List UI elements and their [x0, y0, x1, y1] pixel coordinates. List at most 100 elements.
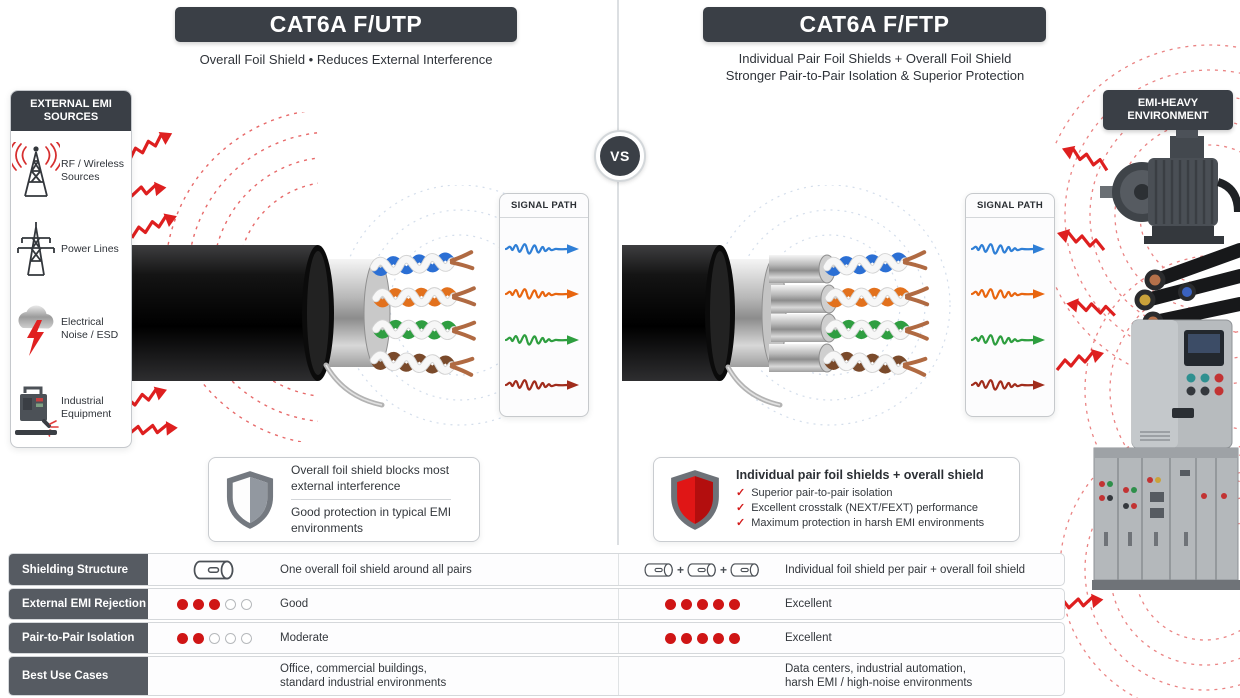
fftp-check-item: ✓ Superior pair-to-pair isolation [736, 486, 1019, 501]
cell-text: Office, commercial buildings, standard i… [280, 662, 446, 690]
best-use-line: Data centers, industrial automation, [785, 663, 966, 675]
signal-path-panel-left: SIGNAL PATH [499, 193, 589, 417]
rating-dot-filled [664, 598, 676, 610]
rating-dot-filled [696, 598, 708, 610]
right-panel-title: CAT6A F/FTP [703, 7, 1046, 42]
rating-dots [664, 632, 740, 644]
futp-note-line2: Good protection in typical EMI environme… [291, 505, 452, 535]
signal-wave-green [505, 333, 579, 346]
left-panel-subtitle: Overall Foil Shield • Reduces External I… [199, 52, 493, 67]
right-panel-subtitle: Individual Pair Foil Shields + Overall F… [660, 50, 1090, 84]
cell-text: Excellent [785, 598, 832, 610]
rating-dot-empty [240, 598, 252, 610]
plus-sign: + [720, 562, 728, 577]
right-panel-subtitle-line1: Individual Pair Foil Shields + Overall F… [738, 51, 1012, 66]
rating-dots [176, 632, 252, 644]
plus-sign: + [676, 562, 684, 577]
row-label: Shielding Structure [9, 554, 148, 585]
fftp-check-item: ✓ Maximum protection in harsh EMI enviro… [736, 516, 1019, 531]
emi-source-rf-wireless: RF / Wireless Sources [11, 131, 131, 210]
emi-source-label: RF / Wireless Sources [61, 157, 124, 183]
switchgear-cabinets-image [1092, 447, 1240, 590]
radio-tower-icon [11, 141, 61, 200]
rating-dot-filled [176, 598, 188, 610]
rating-dot-filled [728, 632, 740, 644]
rating-dot-empty [240, 632, 252, 644]
emi-source-label: Power Lines [61, 243, 119, 255]
emi-source-label: Electrical Noise / ESD [61, 315, 119, 341]
rating-dot-filled [664, 632, 676, 644]
external-emi-sources-title: EXTERNAL EMI SOURCES [11, 91, 131, 131]
signal-wave-blue [505, 243, 579, 255]
emi-source-label: Industrial Equipment [61, 394, 112, 420]
fftp-check-text: Maximum protection in harsh EMI environm… [751, 517, 985, 529]
comparison-table: Shielding Structure One overall foil shi… [8, 553, 1065, 696]
rating-dots [176, 598, 252, 610]
rating-dot-filled [680, 632, 692, 644]
signal-wave-orange [971, 288, 1045, 301]
rating-dot-filled [728, 598, 740, 610]
rating-dot-filled [192, 598, 204, 610]
cell-text: Data centers, industrial automation, har… [785, 662, 972, 690]
signal-wave-green [971, 333, 1045, 346]
rating-dot-filled [192, 632, 204, 644]
signal-wave-dark-red [971, 378, 1045, 391]
table-row-external-emi-rejection: External EMI Rejection Good Excellent [8, 588, 1065, 620]
emi-heavy-environment-title: EMI-HEAVY ENVIRONMENT [1103, 90, 1233, 130]
best-use-line: standard industrial environments [280, 677, 447, 689]
fftp-note-title: Individual pair foil shields + overall s… [736, 468, 984, 482]
industrial-equipment-icon [11, 379, 61, 437]
left-panel-title: CAT6A F/UTP [175, 7, 517, 42]
emi-source-electrical-noise: Electrical Noise / ESD [11, 289, 131, 368]
fftp-check-text: Excellent crosstalk (NEXT/FEXT) performa… [751, 502, 979, 514]
red-shield-icon [654, 467, 736, 533]
check-icon: ✓ [736, 502, 746, 514]
signal-path-title: SIGNAL PATH [500, 194, 588, 218]
best-use-line: harsh EMI / high-noise environments [785, 677, 973, 689]
check-icon: ✓ [736, 487, 746, 499]
rating-dot-filled [680, 598, 692, 610]
fftp-check-text: Superior pair-to-pair isolation [751, 487, 893, 499]
rating-dots [664, 598, 740, 610]
rating-dot-filled [712, 632, 724, 644]
individual-foil-shields-icon: + + [619, 562, 785, 578]
cell-text: Good [280, 598, 309, 610]
vs-badge: VS [594, 130, 646, 182]
cell-text: Moderate [280, 632, 329, 644]
futp-note-line1: Overall foil shield blocks most external… [291, 463, 450, 493]
emi-source-power-lines: Power Lines [11, 210, 131, 289]
vfd-drive-unit-image [1131, 319, 1233, 453]
rating-dot-filled [696, 632, 708, 644]
signal-wave-orange [505, 288, 579, 301]
fftp-check-item: ✓ Excellent crosstalk (NEXT/FEXT) perfor… [736, 501, 1019, 516]
rating-dot-filled [208, 598, 220, 610]
cell-text: One overall foil shield around all pairs [280, 563, 472, 576]
row-label: Best Use Cases [9, 657, 148, 695]
note-divider [291, 499, 451, 500]
check-icon: ✓ [736, 517, 746, 529]
table-row-shielding-structure: Shielding Structure One overall foil shi… [8, 553, 1065, 586]
electric-motor-image [1100, 130, 1240, 244]
table-row-pair-to-pair-isolation: Pair-to-Pair Isolation Moderate Excellen… [8, 622, 1065, 654]
signal-path-title: SIGNAL PATH [966, 194, 1054, 218]
row-label: Pair-to-Pair Isolation [9, 623, 148, 653]
rating-dot-filled [712, 598, 724, 610]
futp-shield-note: Overall foil shield blocks most external… [208, 457, 480, 542]
signal-wave-dark-red [505, 378, 579, 391]
electrical-noise-icon [11, 300, 61, 358]
cell-text: Individual foil shield per pair + overal… [785, 563, 1026, 576]
fftp-shield-note: Individual pair foil shields + overall s… [653, 457, 1020, 542]
overall-foil-shield-icon [148, 559, 280, 581]
vs-label: VS [600, 136, 640, 176]
power-lines-icon [11, 221, 61, 279]
emi-source-industrial-equipment: Industrial Equipment [11, 368, 131, 447]
signal-path-panel-right: SIGNAL PATH [965, 193, 1055, 417]
table-row-best-use-cases: Best Use Cases Office, commercial buildi… [8, 656, 1065, 696]
center-divider [617, 0, 619, 545]
row-label: External EMI Rejection [9, 589, 148, 619]
external-emi-sources-panel: EXTERNAL EMI SOURCES RF / Wireless Sourc… [10, 90, 132, 448]
cell-text: Excellent [785, 632, 832, 644]
futp-cable-illustration [130, 245, 490, 408]
gray-shield-icon [209, 468, 291, 532]
